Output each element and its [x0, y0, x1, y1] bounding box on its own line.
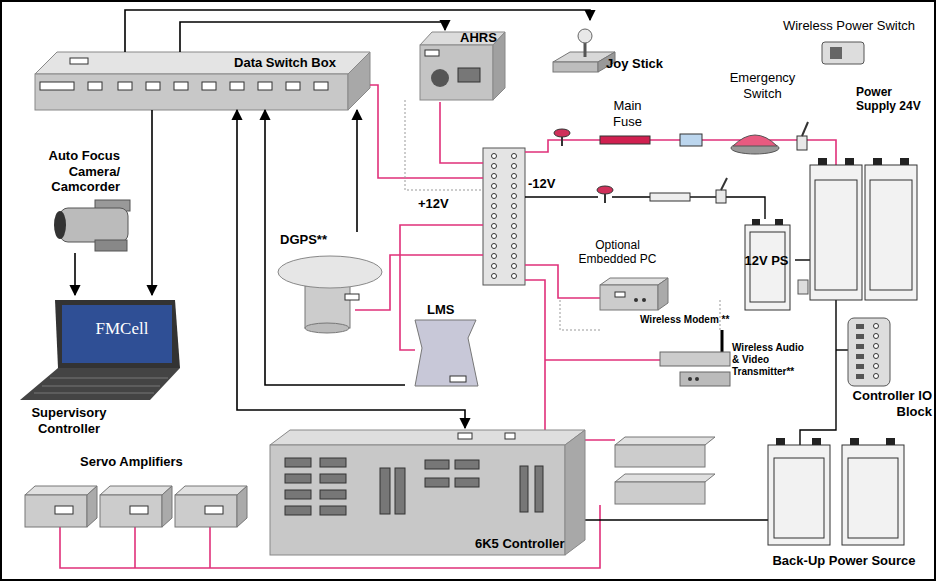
terminal-holes [492, 154, 517, 279]
data-link [356, 110, 358, 232]
servo-amplifiers: Servo Amplifiers [20, 452, 260, 532]
part-label: Auto Focus Camera/ Camcorder [5, 148, 120, 195]
terminal-block [483, 148, 525, 285]
minus12-fuse [597, 178, 727, 203]
joystick: Joy Stick [548, 20, 673, 80]
embedded-pc-drawing [600, 278, 668, 310]
part-label: Controller IO Block [840, 388, 932, 419]
lms-drawing [415, 320, 478, 386]
motion-controller: 6K5 Controller [265, 428, 587, 560]
supervisory-laptop: FMCellSupervisory Controller [10, 295, 190, 445]
data-link [237, 110, 465, 428]
part-label: 6K5 Controller [475, 536, 585, 552]
part-label: Optional Embedded PC [565, 238, 670, 267]
part-label: Data Switch Box [210, 55, 360, 71]
part-sublabel: Supervisory Controller [10, 405, 128, 436]
part-label: Wireless Modem ** [640, 314, 740, 326]
dgps-drawing [278, 256, 382, 333]
embedded-pc: Optional Embedded PC [565, 238, 672, 313]
laser-scanner: LMS [405, 300, 485, 392]
part-label: Main Fuse [605, 98, 650, 129]
main-fuse: Main Fuse [585, 98, 670, 138]
data-link [265, 110, 405, 385]
dgps-receiver: DGPS** [275, 232, 385, 332]
emergency-switch: Emergency Switch [720, 70, 807, 140]
camcorder-drawing [54, 200, 130, 251]
backup-batteries [768, 438, 904, 545]
part-label: Wireless Power Switch [765, 18, 933, 34]
voltage-label: -12V [528, 176, 568, 192]
backup-power: Back-Up Power Source [755, 435, 935, 573]
io-terminals [856, 324, 879, 380]
part-label: AHRS [460, 30, 505, 46]
controller-drawing [270, 430, 585, 555]
data-link [180, 22, 445, 52]
part-label: FMCell [67, 319, 177, 339]
ahrs-unit: AHRS [420, 30, 507, 102]
wireless-power-switch: Wireless Power Switch [765, 18, 935, 68]
part-label: DGPS** [280, 232, 340, 248]
part-label: Wireless Audio & Video Transmitter** [732, 342, 812, 378]
power-supply: Power Supply 24V [800, 85, 934, 303]
fuse-drawing [554, 129, 702, 146]
part-label: Joy Stick [606, 56, 671, 72]
part-label: Power Supply 24V [856, 85, 932, 114]
laptop-drawing [20, 300, 180, 400]
data-link [74, 253, 76, 295]
io-block-drawing [848, 318, 890, 386]
joystick-drawing [553, 29, 615, 72]
wireless-modem: Wireless Modem ** [640, 314, 742, 370]
io-block: Controller IO Block [840, 312, 934, 424]
camera: Auto Focus Camera/ Camcorder [5, 148, 145, 253]
small-box [798, 280, 808, 294]
part-label: 12V PS [741, 253, 792, 269]
part-label: Back-Up Power Source [755, 553, 933, 569]
signal-wires [405, 100, 720, 330]
switch-box: Data Switch Box [35, 52, 370, 110]
controller-slots [285, 458, 479, 515]
voltage-label: +12V [418, 196, 458, 212]
data-link [151, 110, 153, 295]
aux-boxes [615, 437, 715, 504]
data-link [125, 10, 590, 52]
switch-box-drawing [35, 52, 370, 110]
emergency-switch-drawing [731, 122, 808, 154]
part-label: LMS [427, 302, 467, 318]
wireless-switch-drawing [822, 42, 864, 64]
battery-12v-box: 12V PS [738, 215, 795, 312]
part-label: Emergency Switch [720, 70, 805, 101]
av-transmitter: Wireless Audio & Video Transmitter** [680, 340, 814, 390]
servo-amplifier-drawings [25, 486, 247, 527]
wireless-devices [660, 330, 730, 386]
part-label: Servo Amplifiers [80, 454, 210, 470]
battery-24v [810, 158, 917, 300]
switch-ports [88, 82, 328, 90]
